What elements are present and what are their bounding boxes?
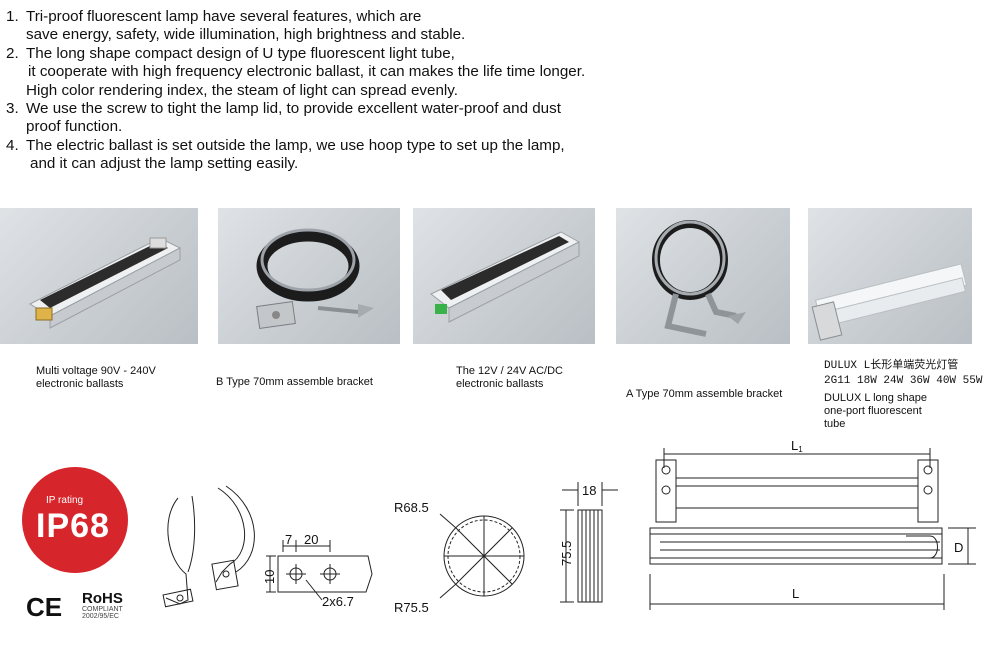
bracket-a-photo <box>616 208 790 344</box>
tube-illustration <box>811 263 968 341</box>
caption-ballast-dc: The 12V / 24V AC/DC electronic ballasts <box>456 365 563 390</box>
dim-l1: L1 <box>791 438 803 454</box>
hole-plate-drawing <box>266 540 373 601</box>
rohs-compliance-text: COMPLIANT 2002/95/EC <box>82 606 123 620</box>
dim-7: 7 <box>285 532 292 547</box>
ip-rating-label: IP rating <box>46 495 84 506</box>
caption-ballast-multi: Multi voltage 90V - 240V electronic ball… <box>36 365 156 390</box>
lamp-assembly-drawing <box>649 448 976 610</box>
caption-bracket-b: B Type 70mm assemble bracket <box>216 376 373 388</box>
bracket-b-photo <box>218 208 400 344</box>
bracket-b-illustration <box>256 228 374 329</box>
ce-mark: CE <box>26 592 63 622</box>
caption-tube-cn: DULUX L长形单端荧光灯管 <box>824 360 959 372</box>
ring-side-drawing <box>560 482 618 603</box>
dim-holes: 2x6.7 <box>322 594 354 609</box>
feature-item-3: 3.We use the screw to tight the lamp lid… <box>6 100 561 136</box>
feature-item-4: 4.The electric ballast is set outside th… <box>6 136 565 173</box>
dim-75-5: 75.5 <box>559 541 574 566</box>
dim-l: L <box>792 586 799 601</box>
rohs-mark: RoHS <box>82 590 123 607</box>
dim-20: 20 <box>304 532 318 547</box>
bracket-a-illustration <box>652 220 746 337</box>
feature-item-1: 1.Tri-proof fluorescent lamp have severa… <box>6 8 466 44</box>
dim-d: D <box>954 540 963 555</box>
ballast-dc-illustration <box>430 231 581 323</box>
dim-10: 10 <box>262 570 277 584</box>
feature-item-2: 2.The long shape compact design of U typ… <box>6 44 586 99</box>
ip-rating-value: IP68 <box>36 507 110 545</box>
caption-bracket-a: A Type 70mm assemble bracket <box>626 388 783 400</box>
ballast-dc-photo <box>413 208 595 344</box>
ballast-multi-photo <box>0 208 198 344</box>
dim-r-in: R75.5 <box>394 600 429 615</box>
dim-r-out: R68.5 <box>394 500 429 515</box>
bracket-line-drawing <box>162 485 255 608</box>
ring-drawing <box>439 513 525 599</box>
ip68-badge: IP rating IP68 <box>22 467 128 573</box>
caption-tube-spec: 2G11 18W 24W 36W 40W 55W <box>824 375 983 387</box>
ballast-multi-illustration <box>28 237 182 329</box>
dim-18: 18 <box>582 483 596 498</box>
caption-tube-en: DULUX L long shape one-port fluorescent … <box>824 392 927 430</box>
feature-list: 1.Tri-proof fluorescent lamp have severa… <box>6 8 686 174</box>
tube-photo <box>808 208 972 344</box>
